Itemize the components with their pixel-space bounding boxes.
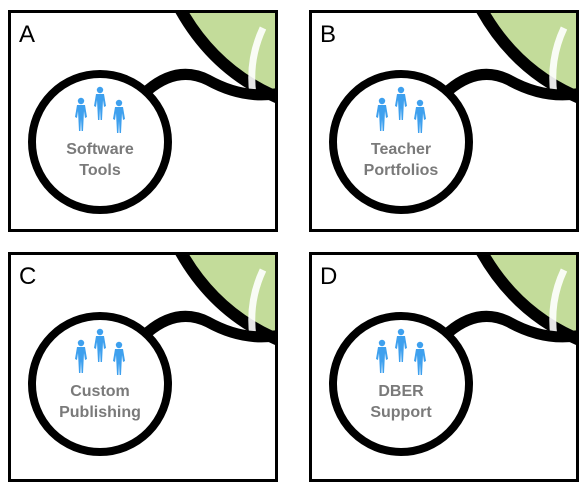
hub-circle (329, 70, 473, 214)
panel-d-artwork (329, 255, 576, 456)
hub-circle (28, 312, 172, 456)
panel-c-artwork (28, 255, 275, 456)
panel-b-artwork (329, 13, 576, 214)
panel-b: B Teacher Portfolios (309, 10, 579, 232)
hub-label: Teacher Portfolios (341, 139, 461, 181)
hub-label-line-1: Software (66, 141, 134, 158)
white-highlight (549, 268, 568, 338)
hub-label-line-2: Support (370, 404, 432, 421)
hub-label-line-1: DBER (378, 383, 424, 400)
connector-curve (144, 68, 275, 101)
panel-d: D DBER Support (309, 252, 579, 482)
hub-label-line-2: Portfolios (363, 162, 439, 179)
panel-a: A Software Tools (8, 10, 278, 232)
connector-curve (445, 310, 576, 343)
hub-label-line-1: Custom (70, 383, 130, 400)
white-highlight (549, 26, 568, 96)
panel-a-artwork (28, 13, 275, 214)
hub-label-line-1: Teacher (370, 141, 432, 158)
white-highlight (248, 268, 267, 338)
connector-curve (144, 310, 275, 343)
hub-label: DBER Support (341, 381, 461, 423)
hub-circle (329, 312, 473, 456)
hub-label: Software Tools (40, 139, 160, 181)
hub-circle (28, 70, 172, 214)
panel-letter: B (320, 21, 337, 48)
panel-letter: C (19, 263, 37, 290)
panel-letter: A (19, 21, 36, 48)
white-highlight (248, 26, 267, 96)
connector-curve (445, 68, 576, 101)
hub-label-line-2: Publishing (59, 404, 141, 421)
hub-label: Custom Publishing (40, 381, 160, 423)
panel-c: C Custom Publishing (8, 252, 278, 482)
panel-letter: D (320, 263, 338, 290)
hub-label-line-2: Tools (79, 162, 121, 179)
